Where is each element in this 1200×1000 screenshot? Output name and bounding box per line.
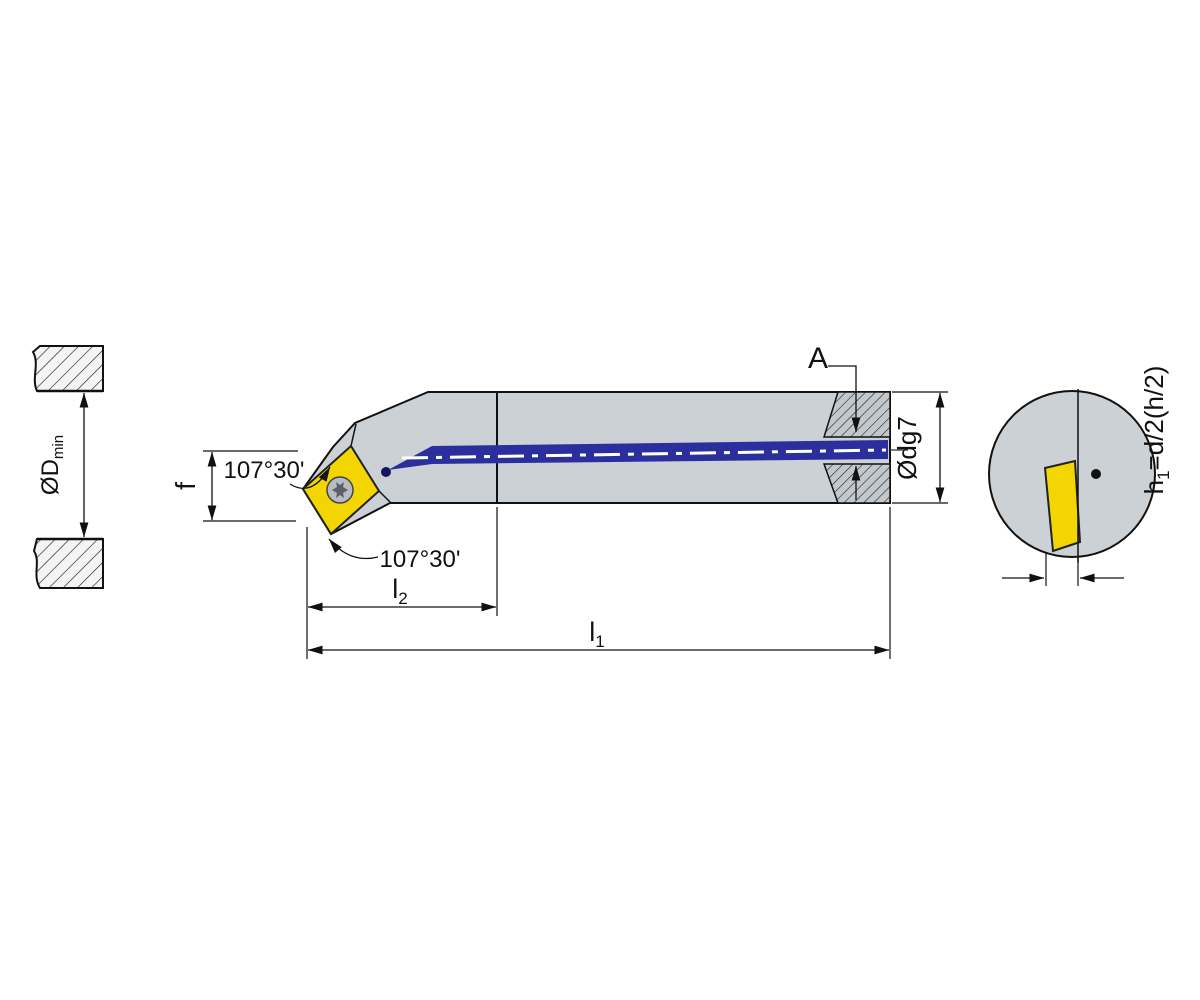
label-section-a: A [808,342,828,375]
label-shank-diameter: Ødg7 [892,416,922,480]
end-view-coolant-hole [1091,469,1101,479]
label-l1: l1 [589,617,604,651]
angle-upper-callout: 107°30' [224,457,331,489]
label-f: f [170,482,201,490]
angle-lower-leader [328,538,379,560]
section-a-marker: A [808,342,861,500]
clamp-flat-top [822,391,891,438]
dimension-f: f [170,450,298,522]
workpiece-section-view: ØDmin [31,345,104,589]
torx-screw-icon [332,482,348,498]
clamp-flat-bottom [822,463,891,504]
pocket-edge-top [350,423,357,447]
coolant-centerline-dashes [401,448,887,460]
dimension-l2: l2 [306,507,498,659]
pocket-edge-bottom [378,490,392,504]
angle-lower-callout: 107°30' [328,538,461,573]
boring-bar-side-view [301,391,908,536]
coolant-exit-hole [381,467,391,477]
workpiece-top-wall [31,345,104,392]
end-view: h1=d/2(h/2) [988,366,1173,586]
dimension-l1: l1 [307,507,891,659]
label-bore-min-diameter: ØDmin [37,435,67,495]
section-a-leader-top [828,365,861,433]
label-angle-lower: 107°30' [380,546,461,573]
label-angle-upper: 107°30' [224,457,305,484]
end-view-insert [1043,459,1082,553]
workpiece-bottom-wall [32,538,104,589]
coolant-channel [388,440,888,470]
angle-upper-leader [289,466,331,489]
dimension-shank-diameter: Ødg7 [892,391,948,504]
label-h1: h1=d/2(h/2) [1139,366,1173,495]
label-l2: l2 [392,574,407,608]
